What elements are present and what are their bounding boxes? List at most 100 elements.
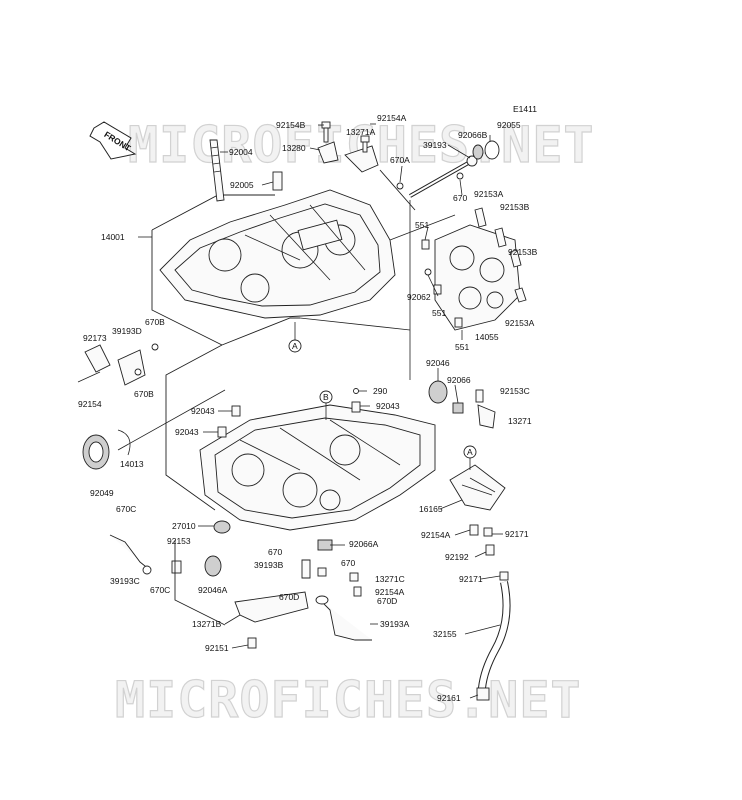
- o-ring-670-mid: [317, 567, 327, 577]
- label-92043-1: 92043: [191, 406, 215, 416]
- bolt-92154A-low: [353, 586, 362, 597]
- plug-92066A: [317, 539, 333, 551]
- label-670A: 670A: [390, 155, 410, 165]
- leader-lines: [198, 123, 503, 699]
- seal-27010: [213, 520, 231, 534]
- clamp-92171-1: [483, 527, 493, 537]
- label-92055: 92055: [497, 120, 521, 130]
- pipe-39193: [409, 155, 478, 198]
- label-13271C: 13271C: [375, 574, 405, 584]
- label-670C-1: 670C: [116, 504, 136, 514]
- oil-strainer-16165: A: [449, 445, 506, 511]
- watermark-bottom: MICROFICHES.NET: [115, 671, 582, 729]
- label-92005: 92005: [230, 180, 254, 190]
- svg-text:A: A: [292, 341, 298, 351]
- label-551-1: 551: [415, 220, 429, 230]
- label-92049: 92049: [90, 488, 114, 498]
- label-13280: 13280: [282, 143, 306, 153]
- bolt-92153C: [475, 389, 484, 403]
- bolt-92154A-top: [360, 135, 370, 153]
- bolt-92153-mid: [171, 560, 182, 574]
- label-92173: 92173: [83, 333, 107, 343]
- o-ring-670A: [396, 182, 404, 190]
- watermark-top: MICROFICHES.NET: [128, 116, 595, 174]
- label-39193B: 39193B: [254, 560, 284, 570]
- dowel-92043-1: [231, 405, 241, 417]
- label-670-top: 670: [453, 193, 467, 203]
- label-551-2: 551: [432, 308, 446, 318]
- label-290: 290: [373, 386, 387, 396]
- label-670B-1: 670B: [145, 317, 165, 327]
- label-92066A: 92066A: [349, 539, 379, 549]
- bracket-13280: [317, 141, 339, 164]
- dowel-551-2: [433, 284, 442, 295]
- label-92151: 92151: [205, 643, 229, 653]
- stud-92004: [209, 139, 225, 202]
- label-92154A-top: 92154A: [377, 113, 407, 123]
- svg-text:A: A: [467, 447, 473, 457]
- label-92154B: 92154B: [276, 120, 306, 130]
- sensor-assembly-left: [77, 343, 159, 386]
- label-27010: 27010: [172, 521, 196, 531]
- label-16165: 16165: [419, 504, 443, 514]
- label-92154-left: 92154: [78, 399, 102, 409]
- label-670-mid2: 670: [341, 558, 355, 568]
- label-92171-1: 92171: [505, 529, 529, 539]
- label-92004: 92004: [229, 147, 253, 157]
- label-92062: 92062: [407, 292, 431, 302]
- dowel-551-1: [421, 239, 430, 250]
- pipe-39193C: [109, 534, 151, 571]
- dowel-92043-3: [351, 401, 361, 413]
- label-92171-2: 92171: [459, 574, 483, 584]
- upper-crankcase: [159, 189, 456, 319]
- plug-92066B: [472, 144, 484, 160]
- label-92153-mid: 92153: [167, 536, 191, 546]
- cap-92161: [476, 687, 490, 701]
- label-92043-3: 92043: [376, 401, 400, 411]
- label-92153A-2: 92153A: [505, 318, 535, 328]
- label-92066: 92066: [447, 375, 471, 385]
- label-14013: 14013: [120, 459, 144, 469]
- ref-mark-a-upper: A: [288, 322, 302, 353]
- plate-13271: [477, 404, 496, 429]
- label-92153A-top: 92153A: [474, 189, 504, 199]
- label-13271: 13271: [508, 416, 532, 426]
- bolts-92153: [474, 207, 527, 303]
- label-92153C: 92153C: [500, 386, 530, 396]
- label-92154A-mid: 92154A: [421, 530, 451, 540]
- bolt-92151: [247, 637, 257, 649]
- label-92154A-low: 92154A: [375, 587, 405, 597]
- label-92153B-2: 92153B: [508, 247, 538, 257]
- plate-13271B: [234, 591, 309, 623]
- fitting-92192: [485, 544, 495, 556]
- label-551-3: 551: [455, 342, 469, 352]
- label-13271A: 13271A: [346, 127, 376, 137]
- label-670-mid1: 670: [268, 547, 282, 557]
- ref-mark-b: B: [319, 390, 333, 420]
- label-39193: 39193: [423, 140, 447, 150]
- pin-290: [353, 388, 359, 394]
- label-670B-2: 670B: [134, 389, 154, 399]
- clamp-92171-2: [499, 571, 509, 581]
- label-92043-2: 92043: [175, 427, 199, 437]
- bolt-92154A-mid: [469, 524, 479, 536]
- label-92046A: 92046A: [198, 585, 228, 595]
- svg-text:B: B: [323, 392, 329, 402]
- label-670C-2: 670C: [150, 585, 170, 595]
- label-670D-2: 670D: [377, 596, 397, 606]
- dowel-92043-2: [217, 426, 227, 438]
- plug-92066: [452, 402, 464, 414]
- ref-code: E1411: [513, 104, 537, 114]
- label-92161: 92161: [437, 693, 461, 703]
- label-92153B-1: 92153B: [500, 202, 530, 212]
- lower-crankcase: [199, 404, 436, 531]
- o-ring-92055: [484, 140, 500, 160]
- dowel-551-3: [454, 317, 463, 328]
- plate-13271C: [349, 572, 359, 582]
- label-92066B: 92066B: [458, 130, 488, 140]
- pipe-39193A: [319, 599, 372, 641]
- dowel-92005: [272, 171, 283, 191]
- label-39193A: 39193A: [380, 619, 410, 629]
- seal-92046-top: [428, 380, 448, 404]
